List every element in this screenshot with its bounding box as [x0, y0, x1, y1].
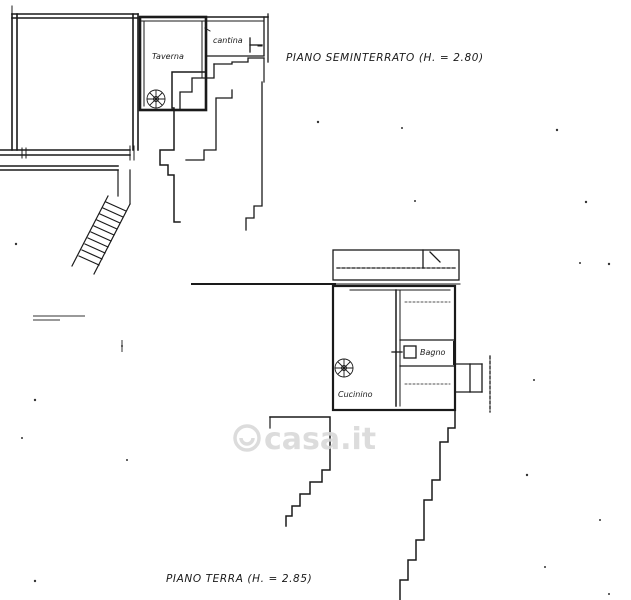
basement-spiral-stair-icon [146, 89, 166, 109]
scan-specks [14, 120, 611, 595]
watermark-text: casa.it [264, 422, 376, 457]
basement-stepped-boundary [159, 57, 207, 223]
watermark-logo-icon [233, 424, 261, 452]
room-label-taverna: Taverna [152, 52, 184, 61]
basement-plan [0, 5, 269, 275]
room-label-bagno: Bagno [420, 348, 446, 357]
room-label-cantina: cantina [213, 36, 243, 45]
basement-outer-walls [0, 13, 139, 171]
room-label-cucinino: Cucinino [338, 390, 373, 399]
ground-floor-plan [191, 249, 491, 600]
watermark: casa.it [233, 422, 376, 457]
dimension-marks [404, 301, 451, 385]
basement-heading: PIANO SEMINTERRATO (H. = 2.80) [286, 52, 484, 64]
side-entry [454, 355, 491, 413]
ground-stepped-boundary [399, 409, 456, 600]
cantina-walls [205, 13, 269, 63]
ground-spiral-stair-icon [334, 358, 354, 378]
balcony-strip [332, 249, 460, 281]
basement-ticks [11, 5, 263, 161]
ground-floor-heading: PIANO TERRA (H. = 2.85) [166, 573, 312, 585]
bagno-walls [391, 339, 456, 367]
exterior-stair-icon [71, 169, 131, 275]
basement-stepped-outline [213, 57, 265, 65]
